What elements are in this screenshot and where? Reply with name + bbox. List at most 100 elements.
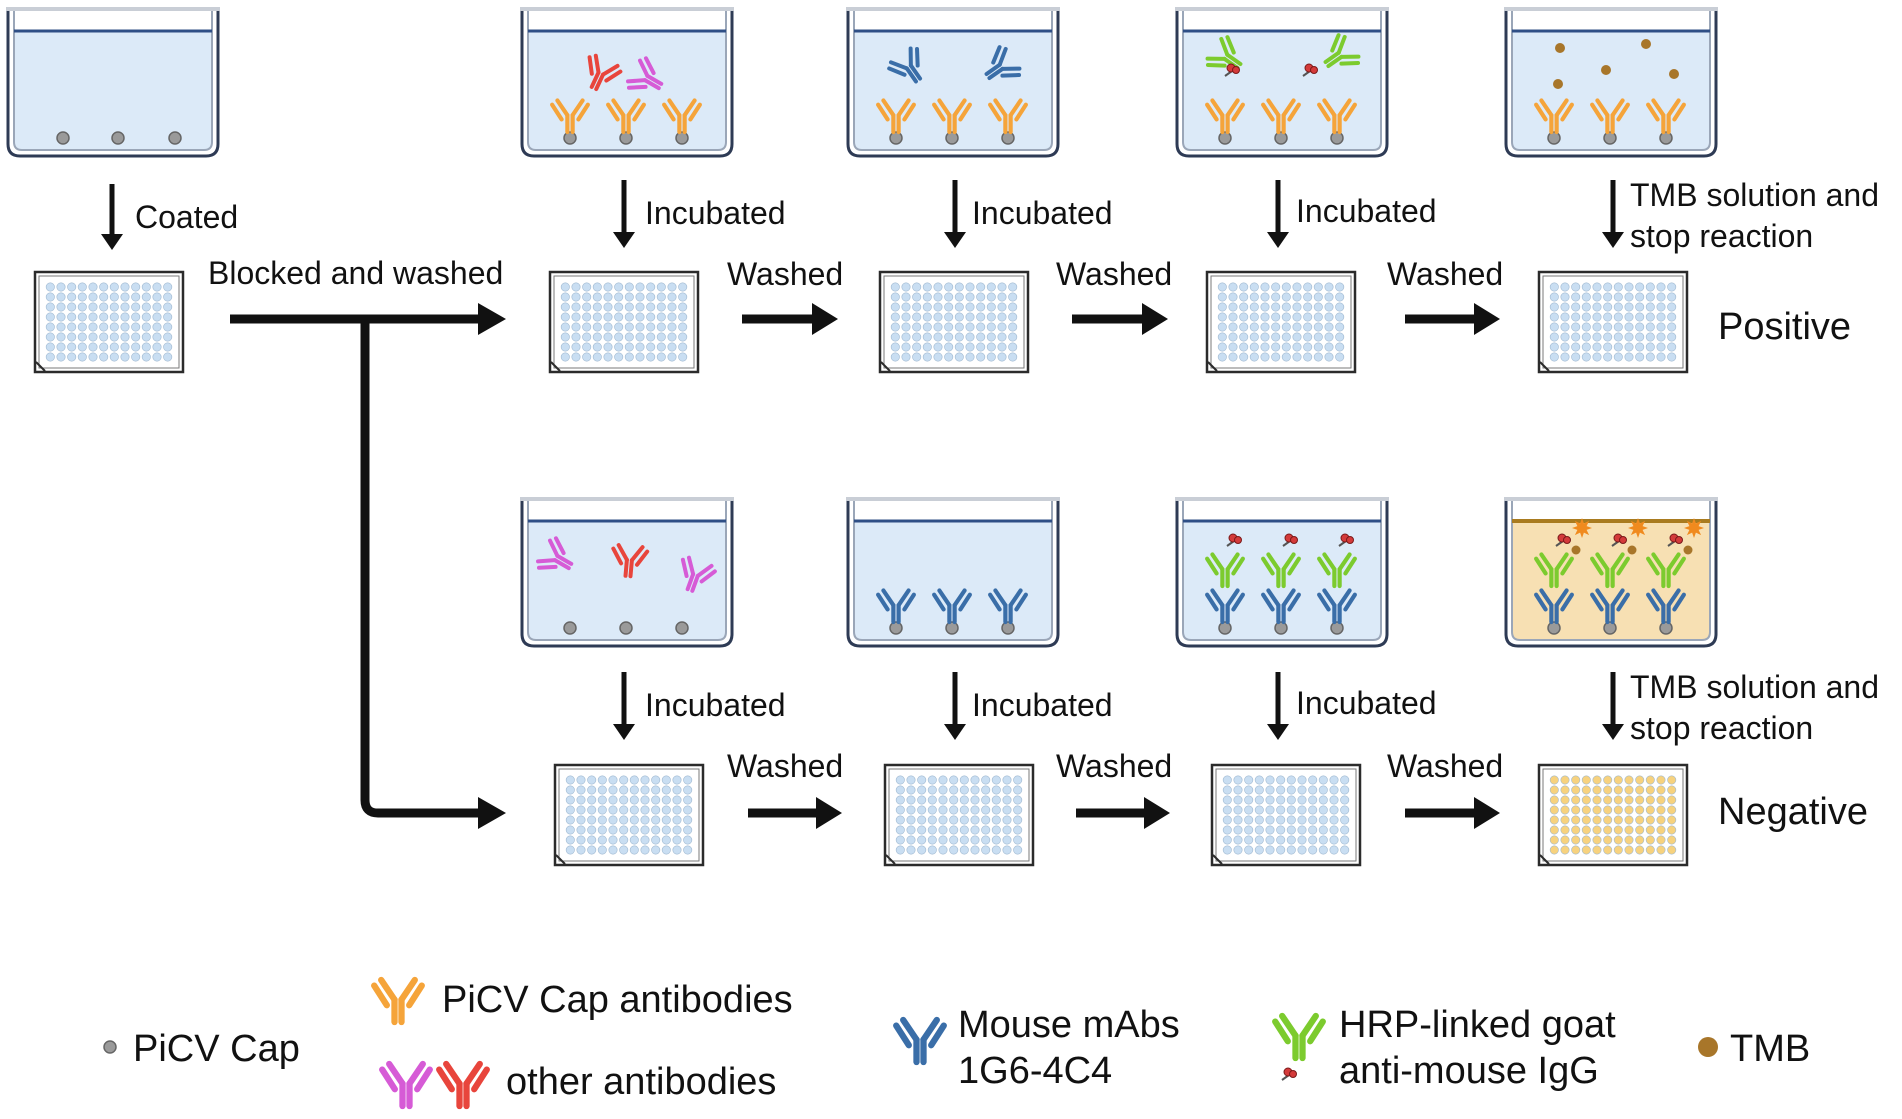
down-arrow-top-4 — [1602, 180, 1624, 248]
picv-cap-dot — [620, 622, 632, 634]
picv-cap-dot — [1275, 132, 1287, 144]
beaker-bottom-hrp — [1175, 498, 1389, 646]
plate-top-step-4 — [1539, 272, 1687, 372]
reaction-burst-icon — [1684, 518, 1704, 538]
plate-bottom-step-2 — [885, 765, 1033, 865]
tmb-step-label-bottom: TMB solution and stop reaction — [1630, 667, 1879, 749]
washed-label-top-3: Washed — [1387, 258, 1503, 290]
picv-cap-dot — [946, 622, 958, 634]
picv-cap-dot — [1331, 622, 1343, 634]
right-arrow-bottom-1 — [748, 797, 842, 829]
picv-cap-dot — [676, 622, 688, 634]
tmb-step-line1: TMB solution and — [1630, 667, 1879, 708]
down-arrow-bottom-2 — [944, 672, 966, 740]
coated-label: Coated — [135, 201, 238, 233]
picv-cap-dot — [1660, 622, 1672, 634]
legend-picv-cap-antibodies-label: PiCV Cap antibodies — [442, 981, 793, 1019]
positive-result-label: Positive — [1718, 308, 1851, 346]
tmb-step-line2: stop reaction — [1630, 708, 1879, 749]
picv-cap-dot — [946, 132, 958, 144]
reaction-burst-icon — [1628, 518, 1648, 538]
tmb-dot — [1641, 39, 1651, 49]
blocked-washed-label: Blocked and washed — [208, 257, 503, 289]
incubated-label-top-2: Incubated — [972, 197, 1113, 229]
tmb-dot — [1555, 43, 1565, 53]
down-arrow-top-3 — [1267, 180, 1289, 248]
picv-cap-dot — [104, 1041, 116, 1053]
picv-cap-dot — [1660, 132, 1672, 144]
beaker-coating — [6, 8, 220, 156]
tmb-dot — [1553, 79, 1563, 89]
beaker-bottom-tmb — [1504, 498, 1718, 646]
plate-coated — [35, 272, 183, 372]
picv-cap-dot — [1331, 132, 1343, 144]
down-arrow-top-2 — [944, 180, 966, 248]
legend-other-antibody-magenta-icon — [382, 1064, 430, 1106]
picv-cap-dot — [1275, 622, 1287, 634]
picv-cap-dot — [1604, 132, 1616, 144]
plate-top-step-2 — [880, 272, 1028, 372]
plate-bottom-step-1 — [555, 765, 703, 865]
down-arrow-coated — [101, 184, 123, 250]
legend-mouse-mabs-label: Mouse mAbs 1G6-4C4 — [958, 1003, 1180, 1094]
tmb-dot — [1572, 546, 1581, 555]
down-arrow-bottom-1 — [613, 672, 635, 740]
picv-cap-dot — [1548, 132, 1560, 144]
legend-hrp-enzyme-icon — [1282, 1068, 1297, 1080]
picv-cap-dot — [620, 132, 632, 144]
tmb-dot — [1601, 65, 1611, 75]
reaction-burst-icon — [1572, 518, 1592, 538]
legend-hrp-line1: HRP-linked goat — [1339, 1003, 1616, 1049]
picv-cap-dot — [57, 132, 69, 144]
tmb-step-line1: TMB solution and — [1630, 175, 1879, 216]
legend-tmb-label: TMB — [1730, 1030, 1810, 1068]
down-arrow-bottom-4 — [1602, 672, 1624, 740]
negative-result-label: Negative — [1718, 793, 1868, 831]
down-arrow-top-1 — [613, 180, 635, 248]
washed-label-bottom-2: Washed — [1056, 750, 1172, 782]
tmb-dot — [1628, 546, 1637, 555]
tmb-step-line2: stop reaction — [1630, 216, 1879, 257]
picv-cap-dot — [1604, 622, 1616, 634]
legend-hrp-label: HRP-linked goat anti-mouse IgG — [1339, 1003, 1616, 1094]
beaker-top-hrp — [1175, 8, 1389, 156]
legend-picv-cap-antibody-icon — [374, 980, 422, 1022]
legend-mouse-mabs-line1: Mouse mAbs — [958, 1003, 1180, 1049]
legend-other-antibodies-label: other antibodies — [506, 1063, 776, 1101]
picv-cap-dot — [1219, 132, 1231, 144]
picv-cap-dot — [169, 132, 181, 144]
washed-label-bottom-3: Washed — [1387, 750, 1503, 782]
incubated-label-bottom-2: Incubated — [972, 689, 1113, 721]
incubated-label-top-1: Incubated — [645, 197, 786, 229]
picv-cap-dot — [564, 132, 576, 144]
right-arrow-top-3 — [1405, 303, 1500, 335]
picv-cap-dot — [1002, 132, 1014, 144]
plate-top-step-3 — [1207, 272, 1355, 372]
washed-label-top-1: Washed — [727, 258, 843, 290]
incubated-label-top-3: Incubated — [1296, 195, 1437, 227]
legend-mouse-mabs-line2: 1G6-4C4 — [958, 1049, 1180, 1095]
right-arrow-top-1 — [742, 303, 838, 335]
plate-bottom-step-4 — [1539, 765, 1687, 865]
legend-hrp-antibody-icon — [1275, 1016, 1323, 1058]
right-arrow-bottom-2 — [1076, 797, 1170, 829]
picv-cap-dot — [676, 132, 688, 144]
beaker-bottom-mouse-mabs — [846, 498, 1060, 646]
beaker-bottom-primary — [520, 498, 734, 646]
picv-cap-dot — [112, 132, 124, 144]
picv-cap-dot — [1548, 622, 1560, 634]
beaker-top-tmb — [1504, 8, 1718, 156]
legend-picv-cap-label: PiCV Cap — [133, 1030, 300, 1068]
branch-connector — [230, 303, 506, 829]
picv-cap-dot — [564, 622, 576, 634]
down-arrow-bottom-3 — [1267, 672, 1289, 740]
tmb-step-label-top: TMB solution and stop reaction — [1630, 175, 1879, 257]
picv-cap-dot — [890, 622, 902, 634]
plate-top-step-1 — [550, 272, 698, 372]
legend-hrp-line2: anti-mouse IgG — [1339, 1049, 1616, 1095]
incubated-label-bottom-3: Incubated — [1296, 687, 1437, 719]
beaker-top-mouse-mabs — [846, 8, 1060, 156]
incubated-label-bottom-1: Incubated — [645, 689, 786, 721]
